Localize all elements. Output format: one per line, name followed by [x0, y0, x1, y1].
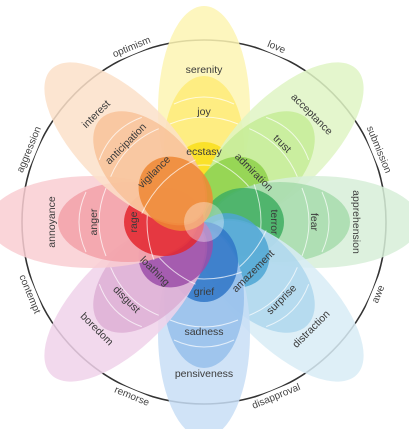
petal-surprise-separator-1: [249, 267, 298, 316]
emotion-label-anger-middle: anger: [88, 208, 100, 235]
emotion-label-joy-middle: joy: [196, 106, 211, 118]
petal-anticipation: [44, 62, 213, 231]
petal-trust-separator-1: [249, 128, 298, 177]
emotion-label-joy-inner: ecstasy: [186, 146, 222, 158]
petal-disgust-separator-1: [110, 267, 159, 316]
combination-label-bg-1: [361, 121, 396, 179]
combination-label-bg-7: [103, 30, 161, 65]
petal-anticipation-inner-band: [138, 156, 213, 231]
petal-fear-separator-1: [301, 187, 310, 257]
petal-sadness-separator-1: [169, 319, 239, 328]
petal-surprise-separator-2: [266, 284, 310, 328]
emotion-label-fear-inner: terror: [268, 209, 280, 235]
emotion-label-sadness-middle: sadness: [184, 326, 223, 338]
emotion-label-joy-outer: serenity: [186, 64, 224, 76]
combination-label-bg-3: [247, 379, 305, 414]
emotion-label-anger-outer: annoyance: [46, 196, 58, 248]
emotion-label-fear-outer: apprehension: [350, 190, 362, 254]
emotion-label-sadness-outer: pensiveness: [175, 368, 233, 380]
petal-layer: [0, 6, 409, 429]
emotion-label-anger-inner: rage: [128, 211, 140, 232]
combination-label-bg-0: [247, 30, 305, 65]
combination-label-bg-5: [12, 265, 47, 323]
petal-fear-separator-2: [321, 191, 330, 253]
emotion-label-sadness-inner: grief: [194, 286, 215, 298]
petal-joy-separator-1: [169, 116, 239, 125]
petal-anticipation-separator-0: [141, 159, 196, 214]
combination-label-bg-4: [103, 379, 161, 414]
petal-anger-separator-2: [78, 191, 87, 253]
combination-label-bg-2: [361, 265, 396, 323]
petal-sadness-separator-2: [173, 339, 235, 348]
petal-anticipation-separator-2: [98, 116, 142, 160]
petal-joy-separator-2: [173, 96, 235, 105]
center-disk: [184, 202, 224, 242]
petal-trust-separator-2: [266, 116, 310, 160]
emotion-label-fear-middle: fear: [308, 213, 320, 232]
petal-anticipation-separator-1: [110, 128, 159, 177]
petal-anger-separator-1: [98, 187, 107, 257]
combination-label-bg-6: [12, 121, 47, 179]
petal-disgust-separator-2: [98, 284, 142, 328]
